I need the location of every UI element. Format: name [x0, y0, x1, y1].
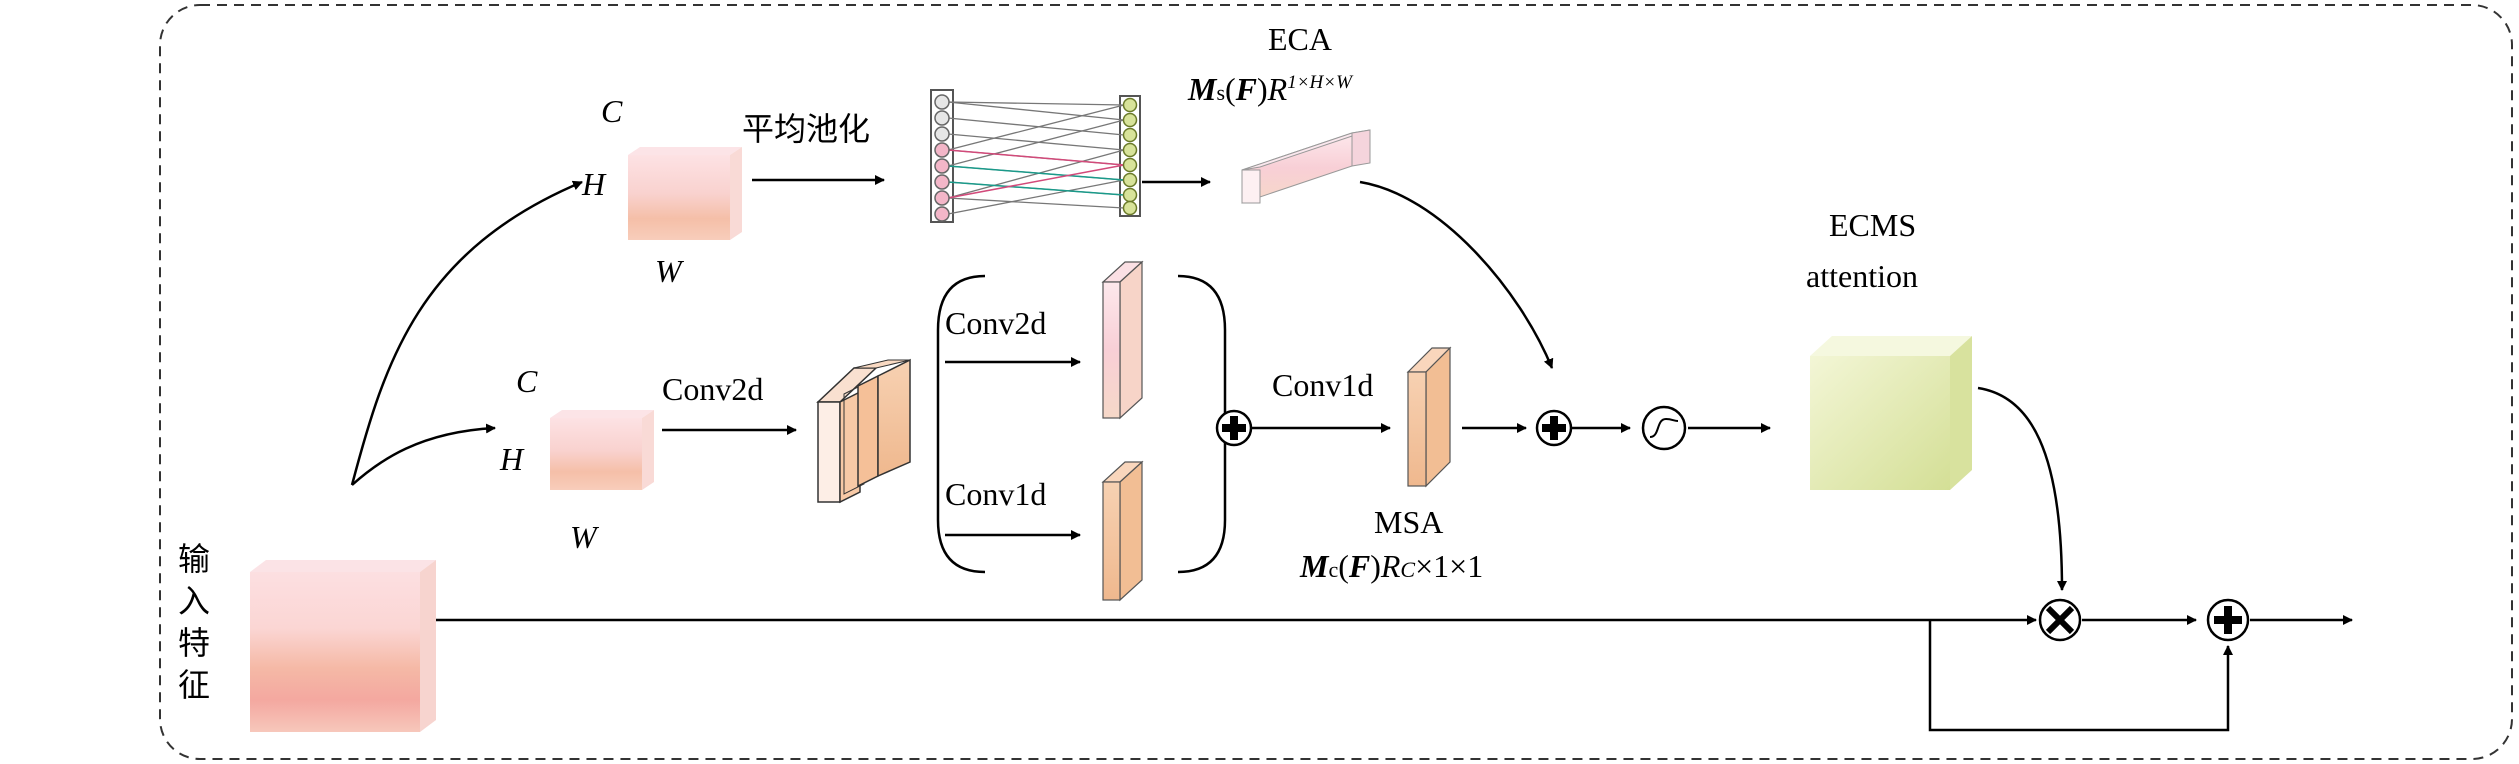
- conv2d-branch-label: Conv2d: [945, 305, 1046, 341]
- msa-output-block: [1406, 346, 1452, 488]
- sigmoid-icon: [1641, 405, 1687, 451]
- top-dim-w: W: [655, 253, 685, 289]
- input-feature-label-1: 输: [178, 540, 210, 578]
- mid-dim-w: W: [570, 519, 600, 555]
- eca-output-bar: [1241, 129, 1371, 204]
- input-feature-label-3: 特: [178, 624, 210, 662]
- conv1d-branch-label: Conv1d: [945, 476, 1046, 512]
- eca-formula: Ms(F)R1×H×W: [1187, 71, 1354, 107]
- branch-curve-top: [350, 180, 583, 486]
- multiply-icon: [2038, 598, 2082, 642]
- left-bracket: [936, 274, 986, 574]
- msa-formula: Mc(F)RC×1×1: [1299, 548, 1483, 584]
- conv1d-msa-label: Conv1d: [1272, 367, 1373, 403]
- ecms-label-line1: ECMS: [1829, 207, 1916, 243]
- add-icon: [1535, 409, 1573, 447]
- mid-dim-c: C: [516, 363, 538, 399]
- residual-path: [1928, 620, 2233, 732]
- ecms-attention-cube: [1810, 336, 1972, 490]
- outer-border: [159, 4, 2513, 760]
- branch-curve-mid: [351, 423, 496, 486]
- ecms-to-multiply-curve: [1977, 386, 2067, 591]
- eca-title: ECA: [1268, 21, 1332, 57]
- input-feature-block: [250, 560, 436, 732]
- avg-pool-label: 平均池化: [742, 110, 870, 148]
- input-feature-label-2: 入: [178, 582, 210, 620]
- conv1d-branch-block: [1101, 460, 1144, 602]
- ecms-label-line2: attention: [1806, 258, 1918, 294]
- conv2d-branch-block: [1101, 260, 1144, 420]
- add-icon: [1215, 409, 1253, 447]
- eca-node-network: [930, 89, 1141, 223]
- top-feature-cube: [628, 147, 742, 240]
- mid-dim-h: H: [499, 441, 525, 477]
- add-icon: [2206, 598, 2250, 642]
- conv2d-output-stack: [816, 358, 911, 504]
- conv2d-main-label: Conv2d: [662, 371, 763, 407]
- msa-title: MSA: [1374, 504, 1443, 540]
- input-feature-label-4: 征: [178, 666, 210, 704]
- eca-to-add-curve: [1359, 180, 1554, 369]
- top-dim-h: H: [581, 166, 607, 202]
- mid-feature-cube: [550, 410, 654, 490]
- top-dim-c: C: [601, 93, 623, 129]
